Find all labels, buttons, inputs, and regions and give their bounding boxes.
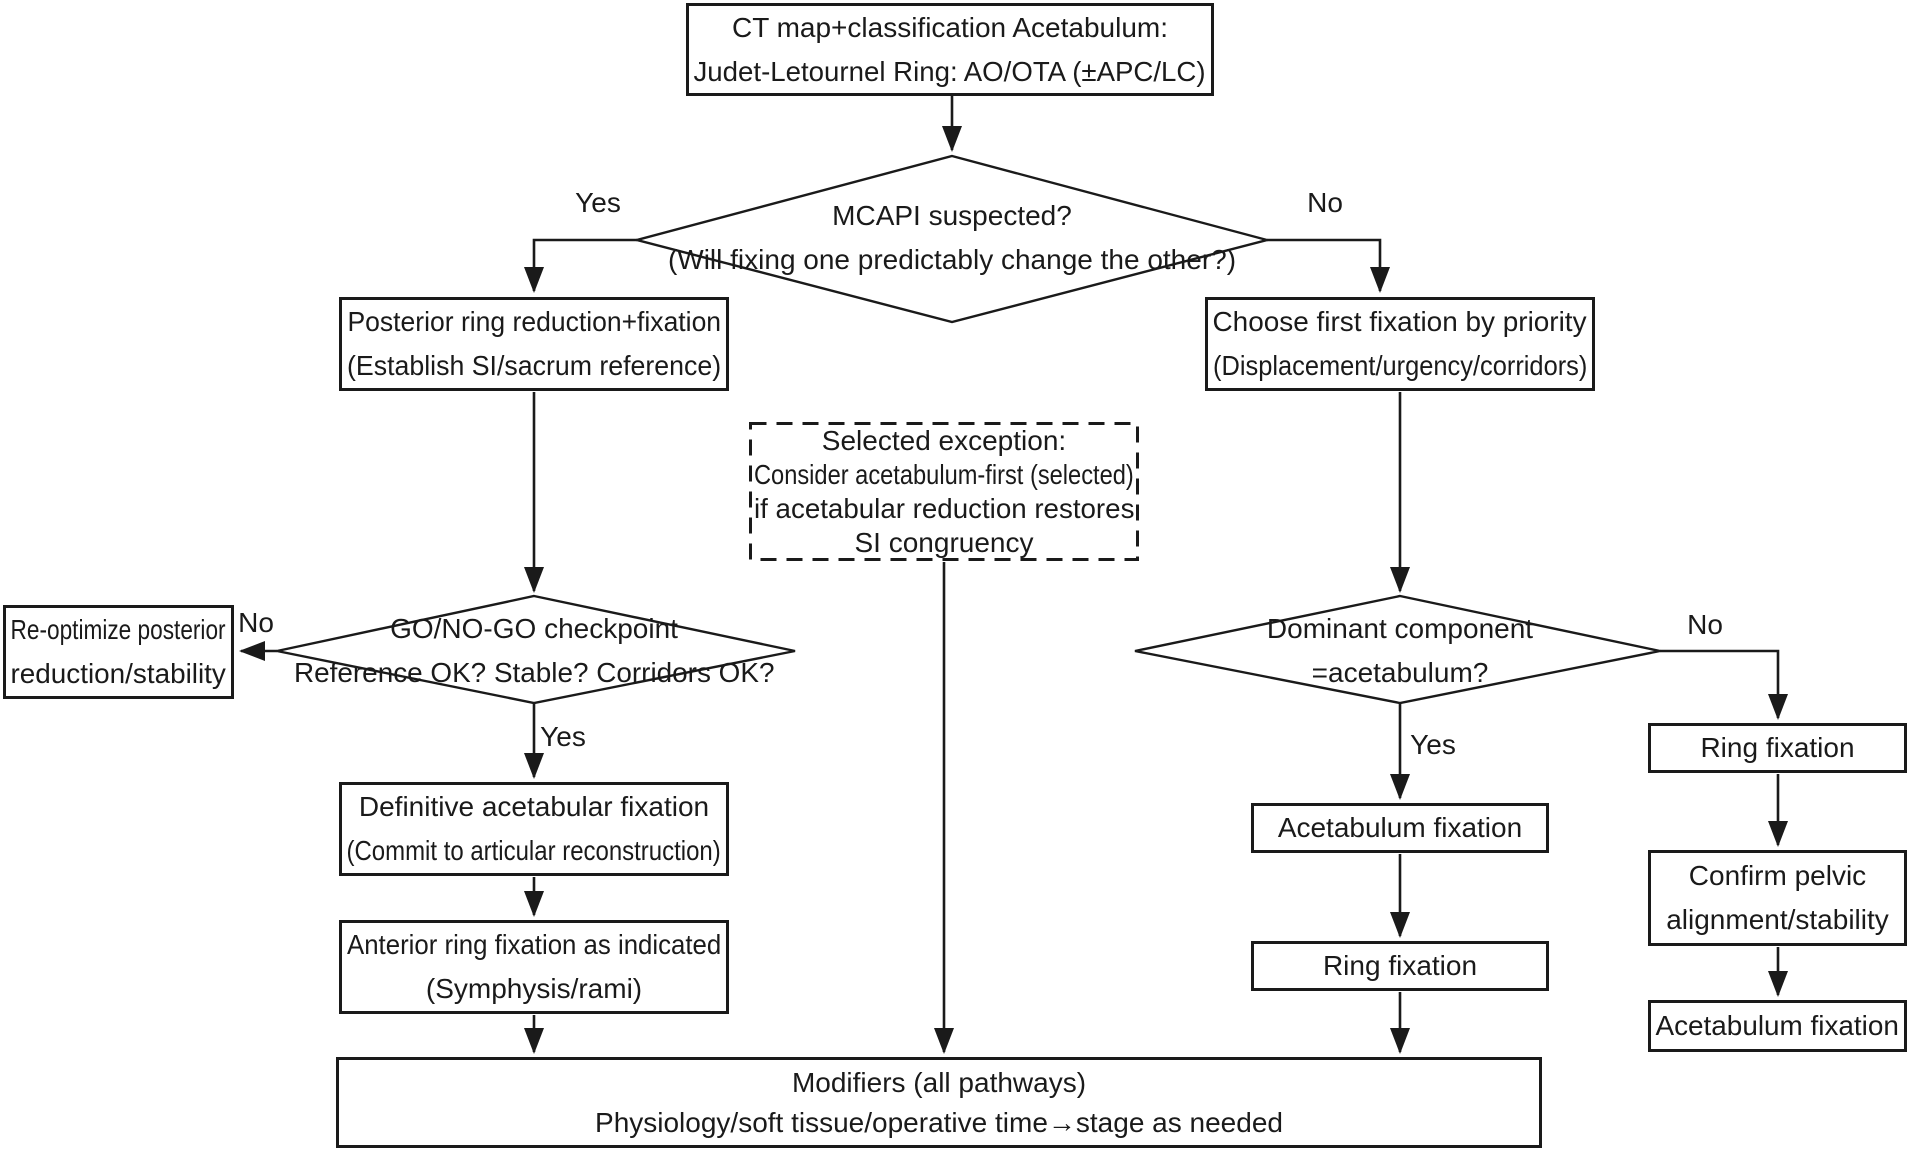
dominant-line1: Dominant component <box>1266 613 1534 644</box>
go-nogo-diamond-label: GO/NO-GO checkpoint Reference OK? Stable… <box>289 600 779 702</box>
dominant-yes-label: Yes <box>1410 729 1456 760</box>
exception-line4: SI congruency <box>854 526 1034 558</box>
selected-exception-box: Selected exception: Consider acetabulum-… <box>749 422 1139 561</box>
confirm-pelvic-box: Confirm pelvic alignment/stability <box>1648 850 1907 946</box>
go-checkpoint-line2: Reference OK? Stable? Corridors OK? <box>293 657 775 688</box>
mcapi-diamond-label: MCAPI suspected? (Will fixing one predic… <box>652 182 1252 294</box>
choose-line1: Choose first fixation by priority <box>1212 306 1588 337</box>
definitive-line2: (Commit to articular reconstruction) <box>346 835 722 866</box>
ring-mid-line1: Ring fixation <box>1322 950 1478 981</box>
mcapi-line1: MCAPI suspected? <box>832 200 1072 231</box>
dominant-line2: =acetabulum? <box>1311 657 1489 688</box>
anterior-ring-box: Anterior ring fixation as indicated (Sym… <box>339 920 729 1014</box>
reoptimize-line2: reduction/stability <box>10 658 227 689</box>
mcapi-line2: (Will fixing one predictably change the … <box>667 244 1237 275</box>
exception-line2: Consider acetabulum-first (selected) <box>754 458 1134 490</box>
exception-line1: Selected exception: <box>821 424 1067 456</box>
acetabulum-fixation-right-box: Acetabulum fixation <box>1648 1000 1907 1052</box>
reoptimize-line1: Re-optimize posterior <box>10 614 227 645</box>
definitive-acetabular-box: Definitive acetabular fixation (Commit t… <box>339 782 729 876</box>
ring-fixation-mid-box: Ring fixation <box>1251 941 1549 991</box>
exception-dashed-border <box>749 422 1139 561</box>
modifiers-line1: Modifiers (all pathways) <box>791 1066 1087 1098</box>
posterior-line2: (Establish SI/sacrum reference) <box>346 350 722 381</box>
acetabulum-right-line1: Acetabulum fixation <box>1655 1010 1900 1041</box>
choose-line2: (Displacement/urgency/corridors) <box>1212 350 1588 381</box>
dominant-component-diamond-label: Dominant component =acetabulum? <box>1170 600 1630 702</box>
connector-arrows <box>239 96 1788 1054</box>
ct-map-line1: CT map+classification Acetabulum: <box>731 11 1169 43</box>
ring-fixation-right-box: Ring fixation <box>1648 723 1907 773</box>
acetabulum-mid-line1: Acetabulum fixation <box>1277 812 1523 843</box>
dominant-component-decision-diamond <box>1134 594 1661 705</box>
ct-map-box: CT map+classification Acetabulum: Judet-… <box>686 3 1214 96</box>
posterior-line1: Posterior ring reduction+fixation <box>347 306 721 337</box>
go-checkpoint-line1: GO/NO-GO checkpoint <box>390 613 678 644</box>
anterior-line1: Anterior ring fixation as indicated <box>346 929 722 960</box>
ring-right-line1: Ring fixation <box>1700 732 1855 763</box>
posterior-ring-box: Posterior ring reduction+fixation (Estab… <box>339 297 729 391</box>
arrow-mcapi-no-to-choose <box>1267 238 1390 293</box>
choose-first-fixation-box: Choose first fixation by priority (Displ… <box>1205 297 1595 391</box>
exception-line3: if acetabular reduction restores <box>753 492 1135 524</box>
reoptimize-posterior-box: Re-optimize posterior reduction/stabilit… <box>3 605 234 699</box>
go-yes-label: Yes <box>540 721 586 752</box>
arrow-dominant-no-to-ringfixation <box>1660 649 1788 720</box>
go-no-label: No <box>238 607 274 638</box>
definitive-line1: Definitive acetabular fixation <box>358 791 710 822</box>
mcapi-yes-label: Yes <box>575 187 621 218</box>
acetabulum-fixation-mid-box: Acetabulum fixation <box>1251 803 1549 853</box>
arrow-mcapi-yes-to-posterior <box>524 238 637 293</box>
modifiers-box: Modifiers (all pathways) Physiology/soft… <box>336 1057 1542 1148</box>
ct-map-line2: Judet-Letournel Ring: AO/OTA (±APC/LC) <box>693 55 1207 87</box>
go-nogo-decision-diamond <box>276 594 796 705</box>
mcapi-no-label: No <box>1307 187 1343 218</box>
confirm-right-line2: alignment/stability <box>1666 904 1889 935</box>
mcapi-decision-diamond <box>632 154 1272 324</box>
anterior-line2: (Symphysis/rami) <box>425 973 643 1004</box>
confirm-right-line1: Confirm pelvic <box>1688 860 1867 891</box>
modifiers-line2: Physiology/soft tissue/operative time→st… <box>595 1106 1283 1138</box>
dominant-no-label: No <box>1687 609 1723 640</box>
